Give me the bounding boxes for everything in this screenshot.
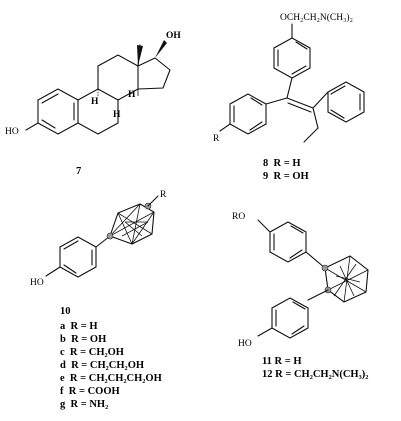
compound-10-legend-letter: g [60,399,66,410]
compound-10-legend-row: f R = COOH [60,386,120,397]
compound-10-structure: R HO [30,190,167,288]
compound-10-legend-row: d R = CH₂CH₂OH [60,360,144,371]
compound-11-text: R = H [274,356,302,367]
compound-10-legend-row: a R = H [60,321,97,332]
compound-10-legend-text: R = CH₂CH₂OH [71,360,145,371]
compound-10-ho-label: HO [30,278,44,288]
compound-11-legend-row: 11 R = H [262,356,302,367]
compound-9-text: R = OH [273,171,309,182]
compound-8-legend-row: 8 R = H [263,158,300,169]
compound-12-number: 12 [262,369,273,380]
compound-7-h-label: H [91,97,99,107]
compound-12-text: R = CH₂CH₂N(CH₃)₂ [275,369,369,380]
compound-8-number: 8 [263,158,269,169]
compound-9-legend-row: 9 R = OH [263,171,309,182]
compound-11-12-ho-label: HO [238,339,252,349]
compound-7-number: 7 [76,166,82,177]
compound-7-ho-label: HO [5,127,19,137]
compound-10-legend-letter: b [60,334,66,345]
compound-10-legend-row: c R = CH₂OH [60,347,124,358]
compound-7-h-label: H [128,90,136,100]
compound-8-9-r-label: R [213,134,220,144]
compound-10-legend-text: R = H [70,321,98,332]
compound-8-9-structure: R OCH₂CH₂N(CH₃)₂ [213,12,365,144]
compound-10-number: 10 [60,306,71,317]
compound-11-12-ro-label: RO [232,212,245,222]
compound-10-legend-letter: c [60,347,65,358]
compound-7-oh-label: OH [166,31,181,41]
compound-10-r-label: R [160,190,167,200]
compound-10-legend-letter: d [60,360,66,371]
compound-10-legend-text: R = OH [71,334,107,345]
compound-8-9-side-chain: OCH₂CH₂N(CH₃)₂ [280,12,353,23]
compound-10-legend-letter: e [60,373,65,384]
compound-9-number: 9 [263,171,269,182]
compound-8-text: R = H [273,158,301,169]
compound-10-legend-text: R = CH₂OH [69,347,124,358]
compound-7-h-label: H [113,110,121,120]
compound-10-legend-row: e R = CH₂CH₂CH₂OH [60,373,162,384]
compound-10-legend-text: R = NH₂ [70,399,109,410]
compound-10-legend-letter: f [60,386,64,397]
compound-12-legend-row: 12 R = CH₂CH₂N(CH₃)₂ [262,369,368,380]
compound-11-12-structure: RO HO [232,212,369,349]
compound-10-legend-text: R = CH₂CH₂CH₂OH [69,373,162,384]
compound-10-legend-text: R = COOH [68,386,120,397]
compound-10-legend-row: g R = NH₂ [60,399,108,410]
compound-11-number: 11 [262,356,272,367]
compound-7-structure: HO OH H H H [5,31,181,137]
compound-10-legend-letter: a [60,321,66,332]
compound-10-legend-row: b R = OH [60,334,106,345]
